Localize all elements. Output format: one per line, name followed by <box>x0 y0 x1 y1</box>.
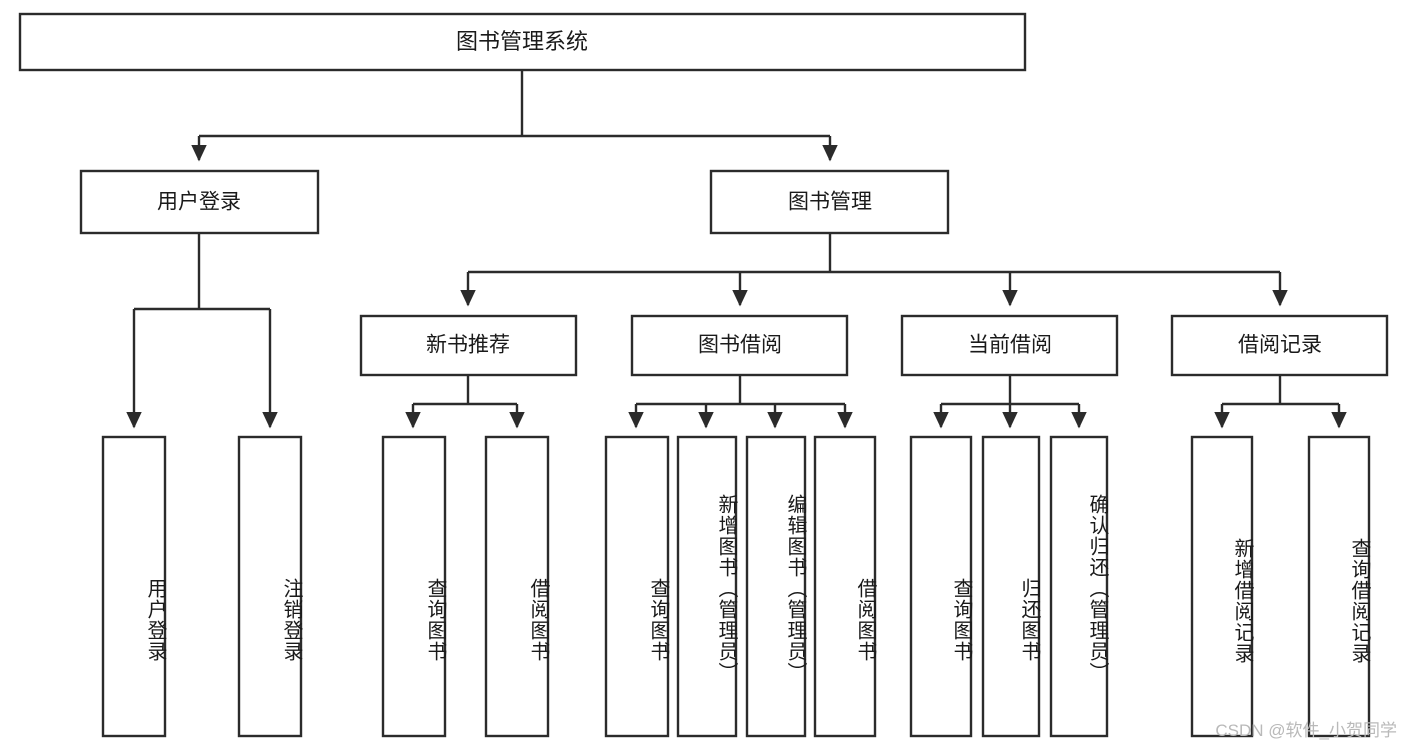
leaf-user-login-box[interactable] <box>101 435 167 738</box>
leaf-query-book-2-box[interactable] <box>604 435 670 738</box>
leaf-add-record-box[interactable] <box>1190 435 1254 738</box>
node-book-manage[interactable]: 图书管理 <box>709 169 950 235</box>
node-root-label: 图书管理系统 <box>456 29 588 54</box>
leaf-borrow-book-2-box[interactable] <box>813 435 877 738</box>
csdn-watermark: CSDN @软件_小贺同学 <box>1215 721 1397 740</box>
node-new-book-recommend-box[interactable] <box>359 314 578 377</box>
node-current-borrow[interactable]: 当前借阅 <box>900 314 1119 377</box>
connectors-book-borrow-to-leaves <box>628 375 853 429</box>
node-borrow-record-box[interactable] <box>1170 314 1389 377</box>
node-user-login-box[interactable] <box>79 169 320 235</box>
node-book-manage-box[interactable] <box>709 169 950 235</box>
leaf-edit-book-box[interactable] <box>745 435 807 738</box>
node-borrow-record[interactable]: 借阅记录 <box>1170 314 1389 377</box>
leaf-add-book-box[interactable] <box>676 435 738 738</box>
node-new-book-recommend-label: 新书推荐 <box>426 334 510 357</box>
node-user-login[interactable]: 用户登录 <box>79 169 320 235</box>
leaf-user-logout-box[interactable] <box>237 435 303 738</box>
node-book-borrow[interactable]: 图书借阅 <box>630 314 849 377</box>
node-user-login-label: 用户登录 <box>157 191 241 214</box>
node-root[interactable]: 图书管理系统 <box>18 12 1027 72</box>
leaf-query-book-1-box[interactable] <box>381 435 447 738</box>
connectors-book-manage-to-level3 <box>460 232 1288 307</box>
leaf-boxes <box>101 435 1371 738</box>
leaf-query-book-3-box[interactable] <box>909 435 973 738</box>
node-borrow-record-label: 借阅记录 <box>1238 334 1322 357</box>
node-root-box[interactable] <box>18 12 1027 72</box>
node-book-manage-label: 图书管理 <box>788 191 872 214</box>
node-book-borrow-label: 图书借阅 <box>698 334 782 357</box>
connectors-user-login-to-leaves <box>126 232 278 429</box>
node-current-borrow-box[interactable] <box>900 314 1119 377</box>
node-current-borrow-label: 当前借阅 <box>968 334 1052 357</box>
connectors-new-book-recommend-to-leaves <box>405 375 525 429</box>
leaf-confirm-return-box[interactable] <box>1049 435 1109 738</box>
node-new-book-recommend[interactable]: 新书推荐 <box>359 314 578 377</box>
leaf-query-record-box[interactable] <box>1307 435 1371 738</box>
node-book-borrow-box[interactable] <box>630 314 849 377</box>
leaf-borrow-book-1-box[interactable] <box>484 435 550 738</box>
connectors-root-to-level2 <box>191 70 838 162</box>
connectors-borrow-record-to-leaves <box>1214 375 1347 429</box>
connectors-current-borrow-to-leaves <box>933 375 1087 429</box>
leaf-return-book-box[interactable] <box>981 435 1041 738</box>
